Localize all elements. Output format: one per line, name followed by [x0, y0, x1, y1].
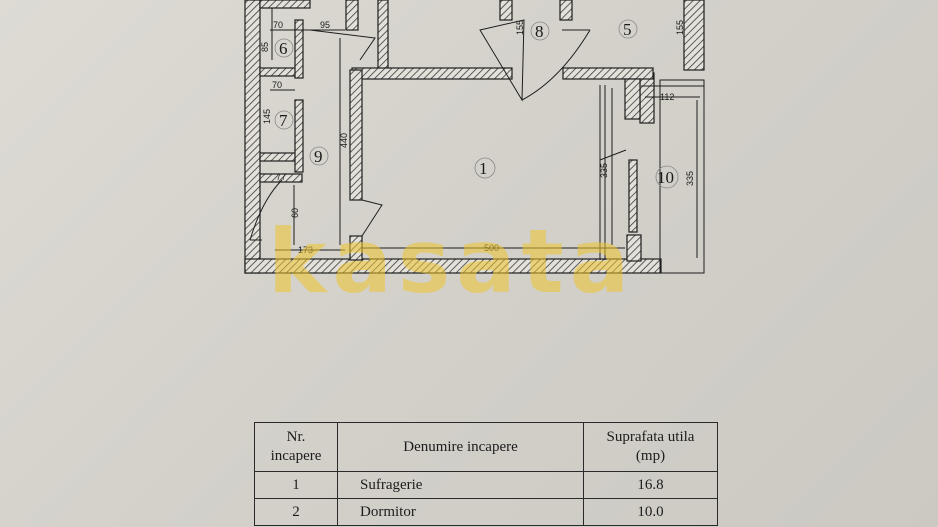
- rooms-table: Nr. incapere Denumire incapere Suprafata…: [254, 422, 718, 526]
- table-row: 1 Sufragerie 16.8: [254, 471, 718, 499]
- dim-70-top: 70: [273, 20, 283, 30]
- cell-area: 16.8: [583, 471, 718, 499]
- dim-112: 112: [660, 92, 674, 102]
- plan-lines: [249, 8, 705, 274]
- table-row: 2 Dormitor 10.0: [254, 498, 718, 526]
- header-nr: Nr. incapere: [254, 422, 338, 472]
- room-label-9: 9: [314, 147, 323, 166]
- header-name: Denumire incapere: [337, 422, 584, 472]
- header-nr-line2: incapere: [270, 448, 322, 464]
- room-label-1: 1: [479, 159, 488, 178]
- dim-70-mid: 70: [272, 80, 282, 90]
- header-area-line2: (mp): [635, 448, 666, 464]
- dim-155-room5: 155: [675, 20, 685, 35]
- dim-335-living: 335: [599, 163, 609, 178]
- room-label-8: 8: [535, 22, 544, 41]
- room-label-6: 6: [279, 39, 288, 58]
- dim-60: 60: [290, 208, 300, 218]
- cell-nr: 1: [254, 471, 338, 499]
- header-area: Suprafata utila (mp): [583, 422, 718, 472]
- dim-440: 440: [339, 133, 349, 148]
- dimension-labels: 70 95 85 155 155 70 145 440 77 60 173 50…: [260, 20, 695, 255]
- dim-500: 500: [484, 243, 499, 253]
- cell-area: 10.0: [583, 498, 718, 526]
- table-header-row: Nr. incapere Denumire incapere Suprafata…: [254, 422, 718, 472]
- dim-85: 85: [260, 42, 270, 52]
- dim-155-room8: 155: [515, 20, 525, 35]
- dim-95: 95: [320, 20, 330, 30]
- cell-name: Dormitor: [337, 498, 584, 526]
- room-label-5: 5: [623, 20, 632, 39]
- room-label-10: 10: [657, 168, 674, 187]
- dim-77: 77: [276, 172, 286, 182]
- room-label-7: 7: [279, 111, 288, 130]
- header-nr-line1: Nr.: [286, 429, 306, 445]
- room-labels: 1 5 6 7 8 9 10: [274, 19, 679, 189]
- dim-173: 173: [298, 245, 313, 255]
- header-area-line1: Suprafata utila: [606, 429, 695, 445]
- cell-nr: 2: [254, 498, 338, 526]
- dim-335-balcony: 335: [685, 171, 695, 186]
- cell-name: Sufragerie: [337, 471, 584, 499]
- plan-walls: [244, 0, 705, 274]
- dim-145: 145: [262, 109, 272, 124]
